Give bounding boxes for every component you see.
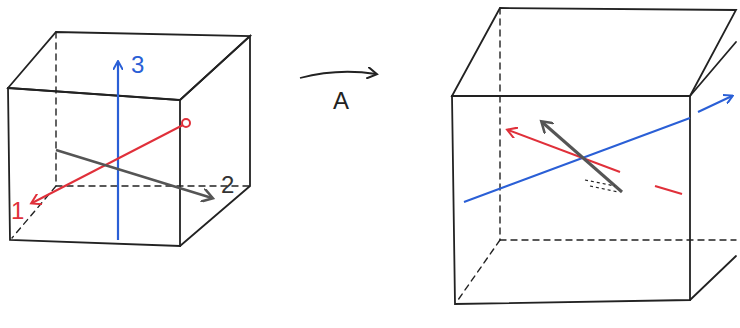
axis-label: 2 — [218, 172, 237, 198]
transform-arrow — [300, 72, 376, 78]
rotated-axis-1-end — [655, 186, 682, 194]
rotated-axis-1 — [508, 130, 620, 172]
rotated-axis-3 — [464, 118, 690, 202]
axis-1 — [32, 125, 183, 203]
right-cube — [452, 8, 736, 304]
axis-2 — [56, 150, 212, 198]
axis-3 — [117, 62, 119, 240]
left-cube — [8, 32, 250, 246]
axis-label: 3 — [128, 52, 147, 78]
rotated-axis-3-end — [698, 96, 732, 112]
rotated-axis-2 — [542, 122, 622, 192]
transform-label: A — [330, 88, 352, 114]
hidden-dashes — [585, 180, 618, 192]
axis-label: 1 — [8, 198, 27, 224]
